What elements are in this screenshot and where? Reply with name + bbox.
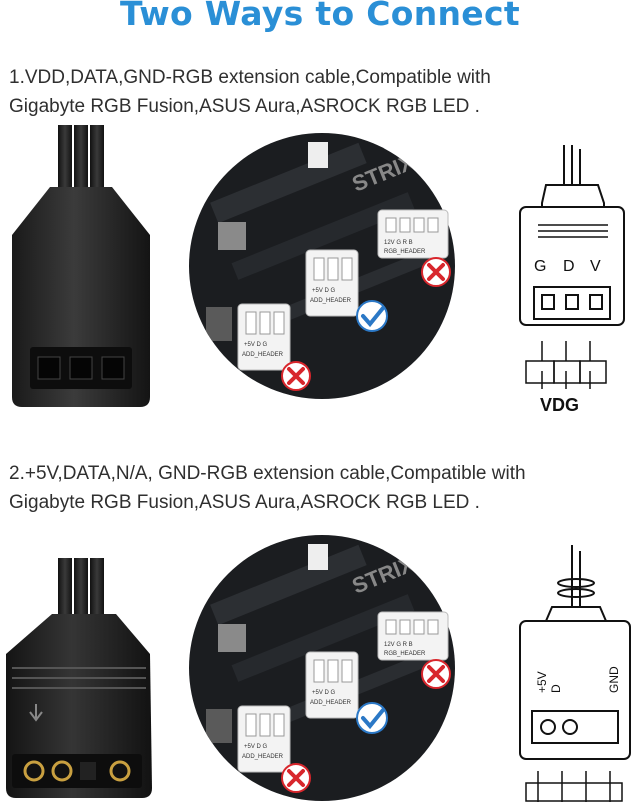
connector-1-image (12, 125, 150, 407)
pin-label-d: D (549, 684, 563, 693)
cross-icon (281, 361, 311, 391)
pinout-diagram-2: +5V D GND (519, 545, 631, 802)
section-1-description: 1.VDD,DATA,GND-RGB extension cable,Compa… (9, 63, 629, 121)
pinout-diagram-1: G D V VDG (519, 145, 625, 415)
header-bot-label: ADD_HEADER (242, 754, 284, 760)
pin-label-v: V (590, 258, 601, 275)
motherboard-image-1: STRIX 12V G R B RGB_HEADER +5V D G ADD_H… (189, 133, 455, 399)
section-2-line-1: 2.+5V,DATA,N/A, GND-RGB extension cable,… (9, 463, 526, 484)
section-2-description: 2.+5V,DATA,N/A, GND-RGB extension cable,… (9, 459, 629, 517)
pin-caption: VDG (540, 395, 579, 415)
header-top-pins-label: 12V G R B (384, 642, 413, 648)
pin-label-g: G (534, 258, 546, 275)
check-icon (356, 300, 388, 332)
cross-icon (421, 257, 451, 287)
section-2-line-2: Gigabyte RGB Fusion,ASUS Aura,ASROCK RGB… (9, 492, 480, 513)
header-top-pins-label: 12V G R B (384, 240, 413, 246)
pin-label-5v: +5V (535, 671, 549, 693)
motherboard-image-2: STRIX 12V G R B RGB_HEADER +5V D G ADD_H… (189, 535, 455, 801)
cross-icon (421, 659, 451, 689)
header-mid-label: ADD_HEADER (310, 700, 352, 706)
header-top-label: RGB_HEADER (384, 249, 426, 255)
connector-2-image (6, 558, 152, 798)
header-bot-pins-label: +5V D G (244, 744, 268, 750)
page-title: Two Ways to Connect (120, 0, 520, 33)
pin-header-icon (525, 771, 623, 802)
check-icon (356, 702, 388, 734)
header-mid-pins-label: +5V D G (312, 690, 336, 696)
pin-label-d: D (563, 258, 575, 275)
header-bot-pins-label: +5V D G (244, 342, 268, 348)
pin-header-icon (525, 341, 607, 389)
section-1-line-1: 1.VDD,DATA,GND-RGB extension cable,Compa… (9, 67, 491, 88)
section-1-line-2: Gigabyte RGB Fusion,ASUS Aura,ASROCK RGB… (9, 96, 480, 117)
header-mid-label: ADD_HEADER (310, 298, 352, 304)
header-top-label: RGB_HEADER (384, 651, 426, 657)
header-bot-label: ADD_HEADER (242, 352, 284, 358)
header-mid-pins-label: +5V D G (312, 288, 336, 294)
pin-label-gnd: GND (607, 666, 621, 693)
cross-icon (281, 763, 311, 793)
